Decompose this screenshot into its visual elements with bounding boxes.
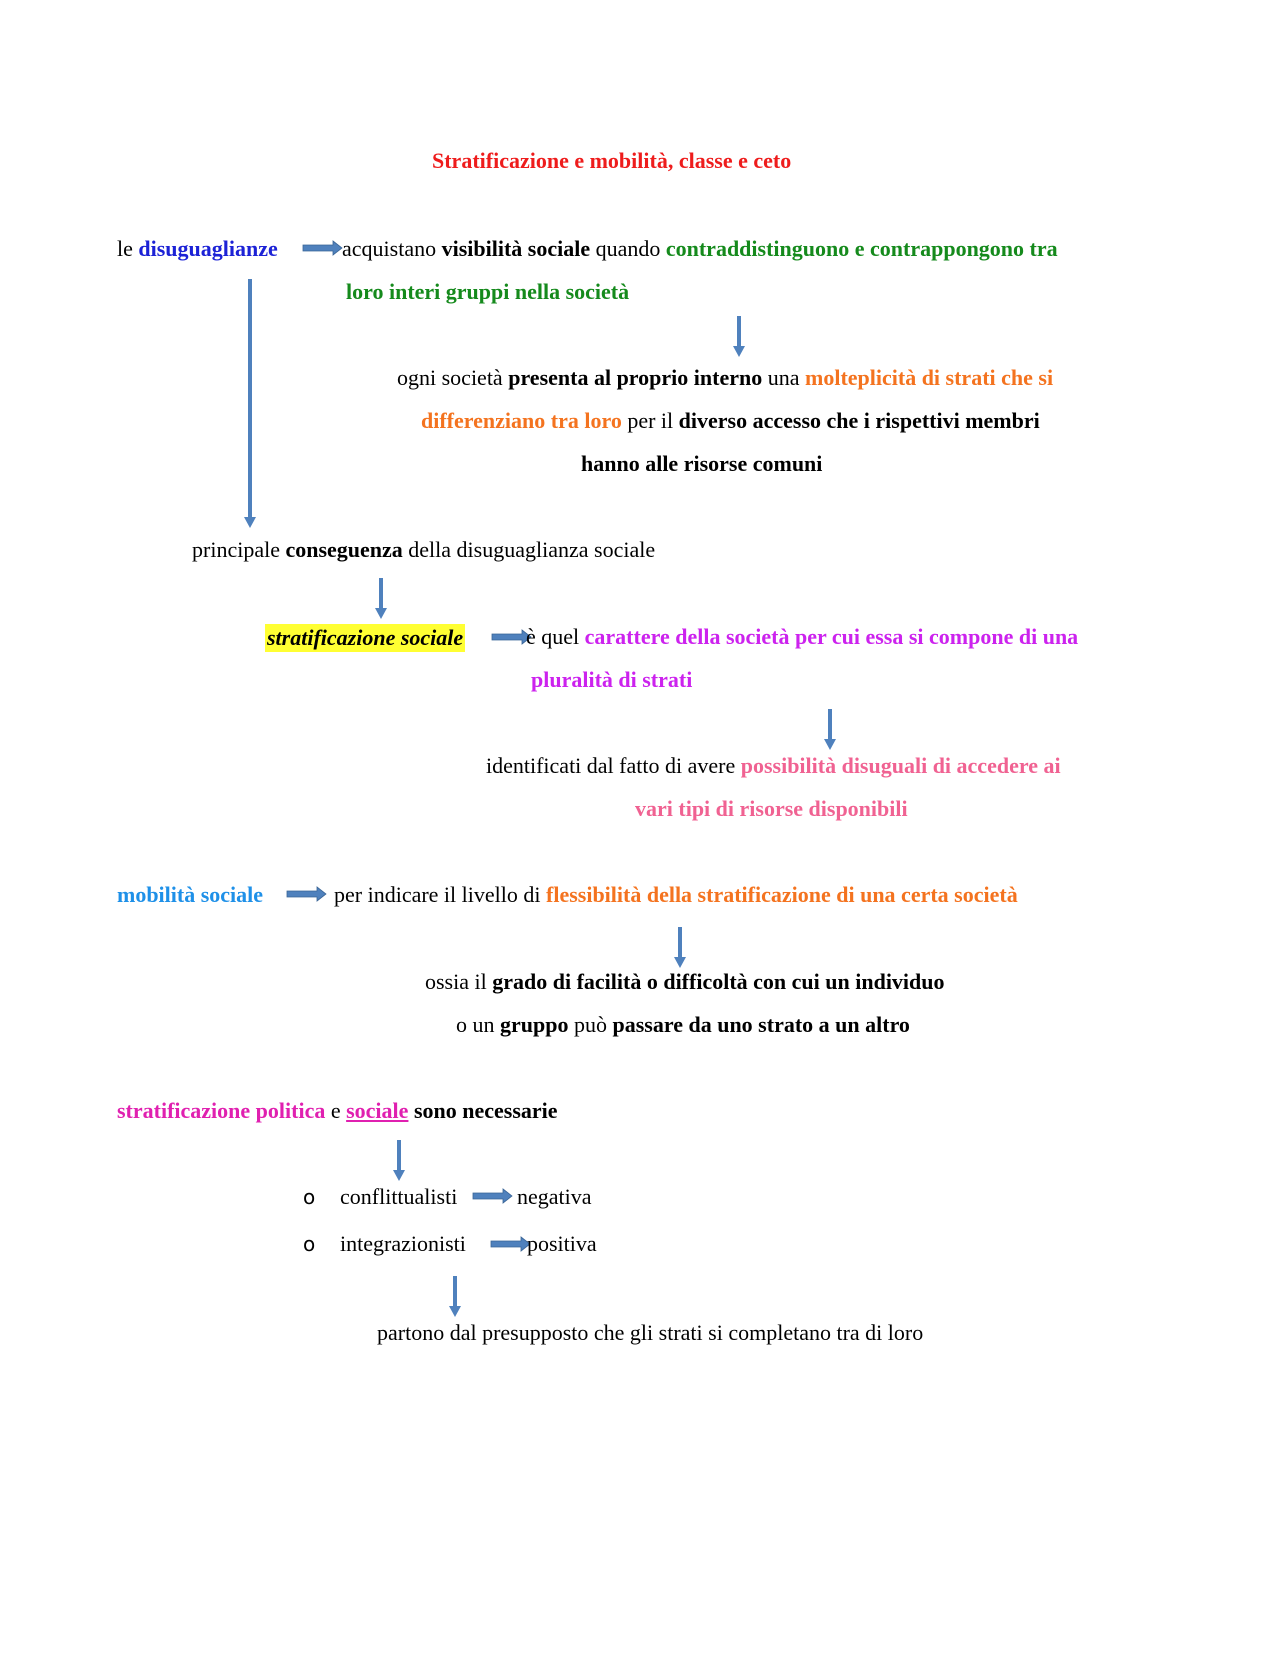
paragraph-ossia: ossia il grado di facilità o difficoltà … xyxy=(425,969,945,995)
keyword-disuguaglianze: disuguaglianze xyxy=(138,236,278,261)
list-item-negativa: negativa xyxy=(517,1184,592,1209)
paragraph-per-indicare: per indicare il livello di flessibilità … xyxy=(334,882,1018,908)
keyword-contra: contraddistinguono e contrappongono tra xyxy=(665,236,1058,261)
keyword-differenziano: differenziano tra loro xyxy=(421,408,622,433)
keyword-visibilita: visibilità sociale xyxy=(441,236,591,261)
keyword-sociale: sociale xyxy=(346,1098,409,1123)
paragraph-e-quel: è quel carattere della società per cui e… xyxy=(526,624,1078,650)
right-arrow-icon xyxy=(490,1236,531,1252)
keyword-necessarie: sono necessarie xyxy=(408,1098,558,1123)
right-arrow-icon xyxy=(491,629,532,645)
keyword-passare: passare da uno strato a un altro xyxy=(612,1012,910,1037)
paragraph-o-un-gruppo: o un gruppo può passare da uno strato a … xyxy=(456,1012,910,1038)
text: identificati dal fatto di avere xyxy=(486,753,741,778)
down-arrow-icon xyxy=(733,316,745,357)
text: ogni società xyxy=(397,365,509,390)
right-arrow-icon xyxy=(286,886,327,902)
down-arrow-icon xyxy=(244,279,256,528)
right-arrow-icon xyxy=(302,240,343,256)
paragraph-principale: principale conseguenza della disuguaglia… xyxy=(192,537,655,563)
text: per il xyxy=(621,408,679,433)
down-arrow-icon xyxy=(674,927,686,968)
list-item-integrazionisti: integrazionisti xyxy=(340,1231,466,1256)
paragraph-disuguaglianze: le disuguaglianze xyxy=(117,236,278,262)
keyword-stratificazione-politica: stratificazione politica xyxy=(117,1098,326,1123)
paragraph-loro: loro interi gruppi nella società xyxy=(346,279,630,304)
keyword-grado: grado di facilità o difficoltà con cui u… xyxy=(492,969,945,994)
text: e xyxy=(325,1098,347,1123)
highlight-stratificazione-sociale: stratificazione sociale xyxy=(265,624,466,652)
keyword-molteplicita: molteplicità di strati che si xyxy=(805,365,1054,390)
paragraph-partono: partono dal presupposto che gli strati s… xyxy=(377,1320,924,1345)
keyword-mobilita-sociale: mobilità sociale xyxy=(117,882,264,907)
paragraph-pluralita: pluralità di strati xyxy=(531,667,693,692)
page-title: Stratificazione e mobilità, classe e cet… xyxy=(432,148,792,173)
list-item-positiva: positiva xyxy=(527,1231,597,1256)
down-arrow-icon xyxy=(393,1140,405,1181)
paragraph-differenziano: differenziano tra loro per il diverso ac… xyxy=(421,408,1040,434)
list-bullet: o xyxy=(303,1232,316,1256)
text: ossia il xyxy=(425,969,493,994)
text: principale xyxy=(192,537,286,562)
paragraph-acquistano: acquistano visibilità sociale quando con… xyxy=(342,236,1058,262)
paragraph-stratificazione-politica: stratificazione politica e sociale sono … xyxy=(117,1098,558,1124)
list-bullet: o xyxy=(303,1185,316,1209)
text: le xyxy=(117,236,139,261)
paragraph-ogni-societa: ogni società presenta al proprio interno… xyxy=(397,365,1053,391)
list-item-conflittualisti: conflittualisti xyxy=(340,1184,458,1209)
paragraph-hanno: hanno alle risorse comuni xyxy=(581,451,823,476)
keyword-carattere: carattere della società per cui essa si … xyxy=(584,624,1079,649)
text: è quel xyxy=(526,624,585,649)
keyword-possibilita: possibilità disuguali di accedere ai xyxy=(740,753,1061,778)
keyword-conseguenza: conseguenza xyxy=(285,537,403,562)
keyword-diverso: diverso accesso che i rispettivi membri xyxy=(678,408,1040,433)
text: può xyxy=(568,1012,613,1037)
text: una xyxy=(762,365,805,390)
down-arrow-icon xyxy=(375,578,387,619)
text: per indicare il livello di xyxy=(334,882,546,907)
paragraph-identificati: identificati dal fatto di avere possibil… xyxy=(486,753,1061,779)
right-arrow-icon xyxy=(472,1188,513,1204)
down-arrow-icon xyxy=(824,709,836,750)
text: della disuguaglianza sociale xyxy=(402,537,656,562)
text: acquistano xyxy=(342,236,442,261)
text: o un xyxy=(456,1012,500,1037)
paragraph-vari-tipi: vari tipi di risorse disponibili xyxy=(635,796,908,821)
down-arrow-icon xyxy=(449,1276,461,1317)
keyword-gruppo: gruppo xyxy=(500,1012,569,1037)
keyword-flessibilita: flessibilità della stratificazione di un… xyxy=(546,882,1018,907)
keyword-presenta: presenta al proprio interno xyxy=(508,365,763,390)
text: quando xyxy=(590,236,666,261)
